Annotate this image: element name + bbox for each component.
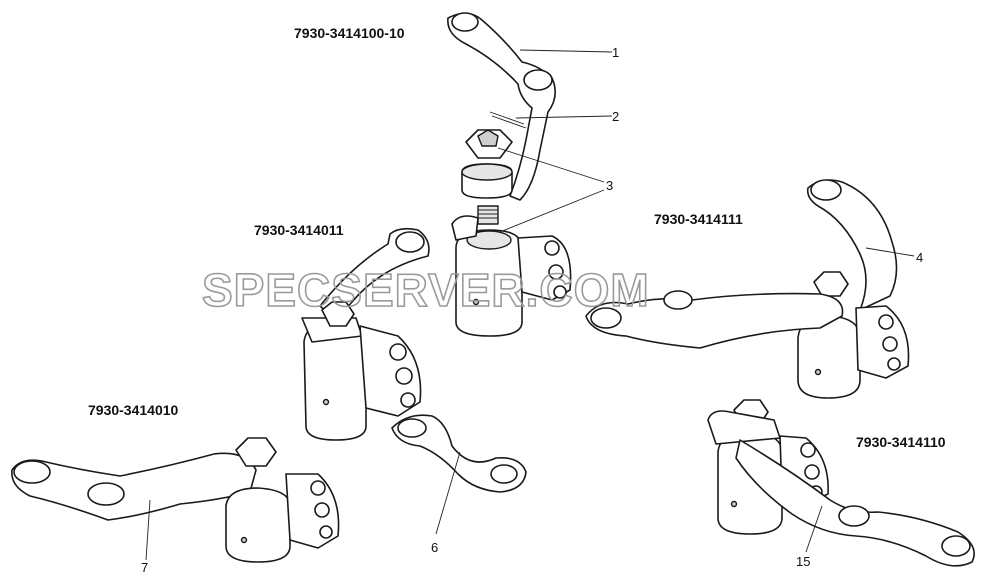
arm-e-eye-1 bbox=[838, 505, 870, 527]
watermark: SPECSERVER.COM bbox=[202, 264, 650, 316]
cotter-pin-part-2 bbox=[489, 111, 525, 125]
leader-2 bbox=[515, 115, 613, 119]
pivot-housing-d bbox=[225, 487, 291, 563]
grease-fitting-c bbox=[814, 368, 822, 376]
arm-c-eye-upper bbox=[810, 179, 842, 201]
leader-3a bbox=[497, 147, 605, 183]
leader-1 bbox=[519, 49, 613, 53]
callout-4: 4 bbox=[916, 250, 923, 265]
leader-3b bbox=[499, 189, 605, 233]
threaded-stud bbox=[477, 205, 499, 225]
steering-arm-part-1 bbox=[447, 12, 556, 201]
arm-e-part-15 bbox=[735, 439, 975, 567]
nut-b bbox=[321, 301, 355, 327]
arm-d-eye-1 bbox=[13, 460, 51, 484]
assembly-e bbox=[707, 399, 975, 567]
housing-top-a bbox=[466, 230, 512, 250]
callout-15: 15 bbox=[796, 554, 810, 569]
assembly-d bbox=[11, 437, 340, 563]
bolt-hole-a1 bbox=[544, 240, 560, 256]
bolt-hole-c3 bbox=[887, 357, 901, 371]
callout-7: 7 bbox=[141, 560, 148, 575]
bolt-hole-d1 bbox=[310, 480, 326, 496]
arm-b-upper-eye bbox=[395, 231, 425, 253]
housing-flange-left bbox=[451, 215, 479, 241]
arm-b-lower-eye-2 bbox=[490, 464, 518, 484]
bolt-hole-e2 bbox=[804, 464, 820, 480]
nut-c bbox=[813, 271, 849, 297]
bolt-hole-e1 bbox=[800, 442, 816, 458]
arm-c-mid-eye bbox=[663, 290, 693, 310]
nut-d bbox=[235, 437, 277, 467]
arm-b-upper bbox=[319, 227, 430, 321]
leader-15 bbox=[805, 505, 823, 553]
leader-4 bbox=[865, 247, 915, 257]
code-label-a: 7930-3414100-10 bbox=[294, 25, 405, 41]
bolt-hole-c2 bbox=[882, 336, 898, 352]
leader-lines bbox=[145, 49, 915, 561]
nut-slot bbox=[477, 129, 499, 147]
code-label-e: 7930-3414110 bbox=[856, 434, 946, 450]
code-label-b: 7930-3414011 bbox=[254, 222, 344, 238]
bolt-hole-a2 bbox=[548, 264, 564, 280]
grease-fitting-a bbox=[472, 298, 480, 306]
assembly-c bbox=[585, 179, 910, 399]
bolt-hole-b2 bbox=[395, 367, 413, 385]
cotter-pin-leg bbox=[491, 115, 527, 129]
assembly-b bbox=[301, 227, 527, 493]
arm-eye-upper bbox=[451, 12, 479, 32]
bushing-top bbox=[461, 163, 513, 181]
arm-c-lower-eye bbox=[590, 307, 622, 329]
grease-fitting-b bbox=[322, 398, 330, 406]
callout-3: 3 bbox=[606, 178, 613, 193]
code-label-d: 7930-3414010 bbox=[88, 402, 179, 418]
arm-eye-lower bbox=[523, 69, 553, 91]
arm-d-part-7 bbox=[11, 452, 257, 521]
bolt-hole-d2 bbox=[314, 502, 330, 518]
arm-c-lower bbox=[585, 292, 844, 349]
arm-e-eye-2 bbox=[941, 535, 971, 557]
bolt-hole-b3 bbox=[400, 392, 416, 408]
code-label-c: 7930-3414111 bbox=[654, 211, 743, 227]
bolt-hole-b1 bbox=[389, 343, 407, 361]
callout-6: 6 bbox=[431, 540, 438, 555]
arm-c-part-4 bbox=[806, 179, 898, 311]
arm-d-eye-2 bbox=[87, 482, 125, 506]
callout-1: 1 bbox=[612, 45, 619, 60]
leader-7 bbox=[145, 499, 151, 561]
assembly-exploded bbox=[447, 12, 572, 337]
bolt-hole-c1 bbox=[878, 314, 894, 330]
grease-fitting-e bbox=[730, 500, 738, 508]
stud-threads bbox=[478, 209, 498, 219]
bolt-hole-d3 bbox=[319, 525, 333, 539]
leader-6 bbox=[435, 451, 461, 535]
callout-2: 2 bbox=[612, 109, 619, 124]
housing-e-flange bbox=[707, 410, 781, 445]
bolt-hole-a3 bbox=[553, 285, 567, 299]
arm-b-lower-eye-1 bbox=[397, 418, 427, 438]
grease-fitting-d bbox=[240, 536, 248, 544]
